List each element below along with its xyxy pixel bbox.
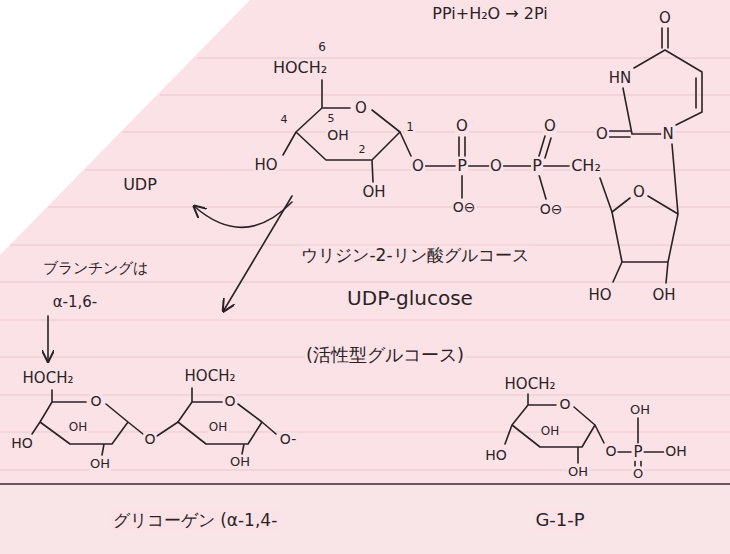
- note-text: HO: [587, 287, 612, 304]
- note-text: HO: [253, 157, 278, 174]
- ribose-ring: [612, 144, 678, 283]
- note-text: OH: [229, 455, 251, 469]
- note-text: P: [531, 157, 543, 175]
- branching-arrow: [47, 316, 49, 360]
- note-text: O: [632, 184, 646, 201]
- note-text: 1: [405, 121, 415, 134]
- note-text: (活性型グルコース): [305, 345, 465, 365]
- note-text: グリコーゲン (α-1,4-: [112, 511, 279, 530]
- note-text: HO: [484, 448, 508, 463]
- note-text: O⊖: [452, 200, 477, 215]
- note-text: O: [455, 118, 469, 135]
- note-text: O: [658, 10, 672, 27]
- ruled-lines: [0, 58, 730, 470]
- note-text: ブランチングは: [42, 260, 149, 277]
- paper-bottom: [0, 485, 730, 554]
- glucose-ring: [283, 80, 411, 182]
- note-text: OH: [629, 403, 651, 417]
- reaction-arrow: [224, 196, 292, 310]
- note-text: 6: [317, 41, 327, 54]
- note-text: HN: [608, 70, 633, 87]
- note-text: HOCH₂: [184, 368, 237, 385]
- note-text: 2: [358, 144, 367, 156]
- note-text: OH: [664, 444, 688, 459]
- note-text: OH: [326, 128, 350, 143]
- note-text: O: [543, 118, 557, 135]
- note-text: HO: [10, 436, 34, 451]
- note-text: O: [143, 432, 156, 447]
- note-text: UDP: [122, 176, 158, 194]
- note-text: ウリジン-2-リン酸グルコース: [300, 246, 529, 265]
- note-text: O: [489, 158, 503, 175]
- note-text: OH: [208, 421, 228, 434]
- glycogen-ring: [32, 390, 178, 455]
- note-text: OH: [361, 184, 386, 201]
- note-text: 5: [327, 113, 336, 125]
- note-text: HOCH₂: [22, 370, 75, 387]
- note-text: 4: [280, 114, 289, 126]
- note-text: N: [661, 126, 674, 143]
- note-text: O⊖: [539, 202, 564, 217]
- udp-release-arrow: [195, 202, 292, 227]
- note-text: α-1,6-: [52, 294, 99, 311]
- note-text: O-: [279, 432, 297, 447]
- note-text: HOCH₂: [272, 59, 328, 77]
- note-text: OH: [651, 287, 676, 304]
- note-text: O: [632, 467, 644, 481]
- note-text: O: [354, 100, 368, 117]
- note-text: OH: [89, 457, 111, 471]
- note-text: CH₂: [570, 157, 602, 175]
- note-text: OH: [567, 465, 589, 479]
- note-text: UDP-glucose: [346, 287, 474, 309]
- note-text: P: [632, 444, 643, 461]
- note-text: P: [456, 157, 468, 175]
- note-text: PPi+H₂O → 2Pi: [431, 5, 548, 23]
- note-text: G-1-P: [534, 510, 585, 530]
- note-text: O: [89, 394, 102, 409]
- note-text: O: [411, 158, 425, 175]
- note-text: O: [558, 397, 571, 412]
- glycogen-ring: [178, 388, 276, 454]
- note-text: O: [595, 126, 609, 143]
- glucose-1-phosphate-ring: [505, 394, 664, 466]
- note-text: OH: [68, 421, 88, 434]
- note-text: OH: [540, 425, 560, 438]
- note-text: HOCH₂: [504, 376, 557, 393]
- note-text: O: [223, 394, 236, 409]
- note-text: O: [604, 444, 617, 459]
- ruled-bar: [0, 483, 730, 485]
